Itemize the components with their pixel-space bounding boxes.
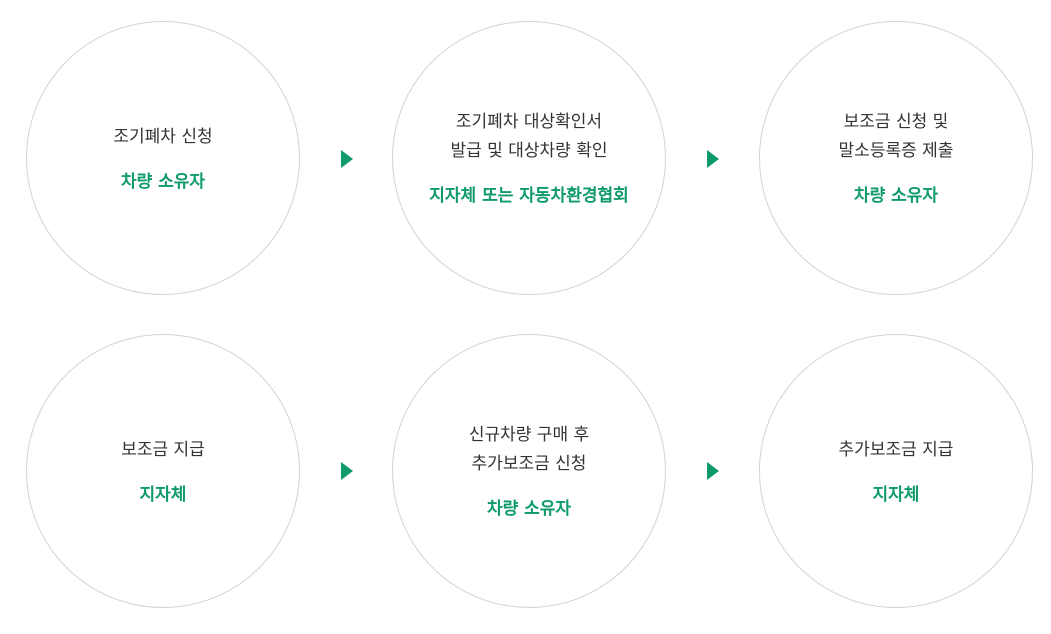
step-actor: 지자체 — [872, 484, 920, 505]
step-title-line: 발급 및 대상차량 확인 — [450, 141, 608, 161]
step-title: 조기폐차 신청 — [113, 123, 212, 152]
step-title-line: 보조금 신청 및 — [843, 112, 949, 132]
step-title-line: 말소등록증 제출 — [838, 141, 954, 161]
step-title-line: 조기폐차 신청 — [113, 126, 213, 147]
step-title-line: 신규차량 구매 후 — [468, 425, 590, 445]
step-title-line: 추가보조금 지급 — [838, 439, 954, 460]
step-6-circle: 추가보조금 지급 지자체 — [759, 334, 1033, 608]
step-1-circle: 조기폐차 신청 차량 소유자 — [26, 21, 300, 295]
step-5-circle: 신규차량 구매 후 추가보조금 신청 차량 소유자 — [392, 334, 666, 608]
step-2-circle: 조기폐차 대상확인서 발급 및 대상차량 확인 지자체 또는 자동차환경협회 — [392, 21, 666, 295]
step-4-circle: 보조금 지급 지자체 — [26, 334, 300, 608]
step-title: 추가보조금 지급 — [839, 436, 954, 465]
step-3-circle: 보조금 신청 및 말소등록증 제출 차량 소유자 — [759, 21, 1033, 295]
triangle-right-icon — [707, 462, 719, 480]
step-title: 조기폐차 대상확인서 발급 및 대상차량 확인 — [451, 108, 608, 166]
step-actor: 차량 소유자 — [120, 171, 206, 192]
step-title-line: 조기폐차 대상확인서 — [455, 112, 603, 132]
step-actor: 지자체 — [139, 484, 187, 505]
step-title-line: 추가보조금 신청 — [471, 454, 587, 474]
step-title: 신규차량 구매 후 추가보조금 신청 — [469, 421, 589, 479]
step-title: 보조금 신청 및 말소등록증 제출 — [839, 108, 954, 166]
step-title: 보조금 지급 — [121, 436, 205, 465]
triangle-right-icon — [707, 150, 719, 168]
step-actor: 지자체 또는 자동차환경협회 — [429, 186, 629, 206]
step-actor: 차량 소유자 — [853, 186, 939, 206]
triangle-right-icon — [341, 150, 353, 168]
step-actor: 차량 소유자 — [486, 499, 572, 519]
step-title-line: 보조금 지급 — [121, 439, 205, 460]
triangle-right-icon — [341, 462, 353, 480]
